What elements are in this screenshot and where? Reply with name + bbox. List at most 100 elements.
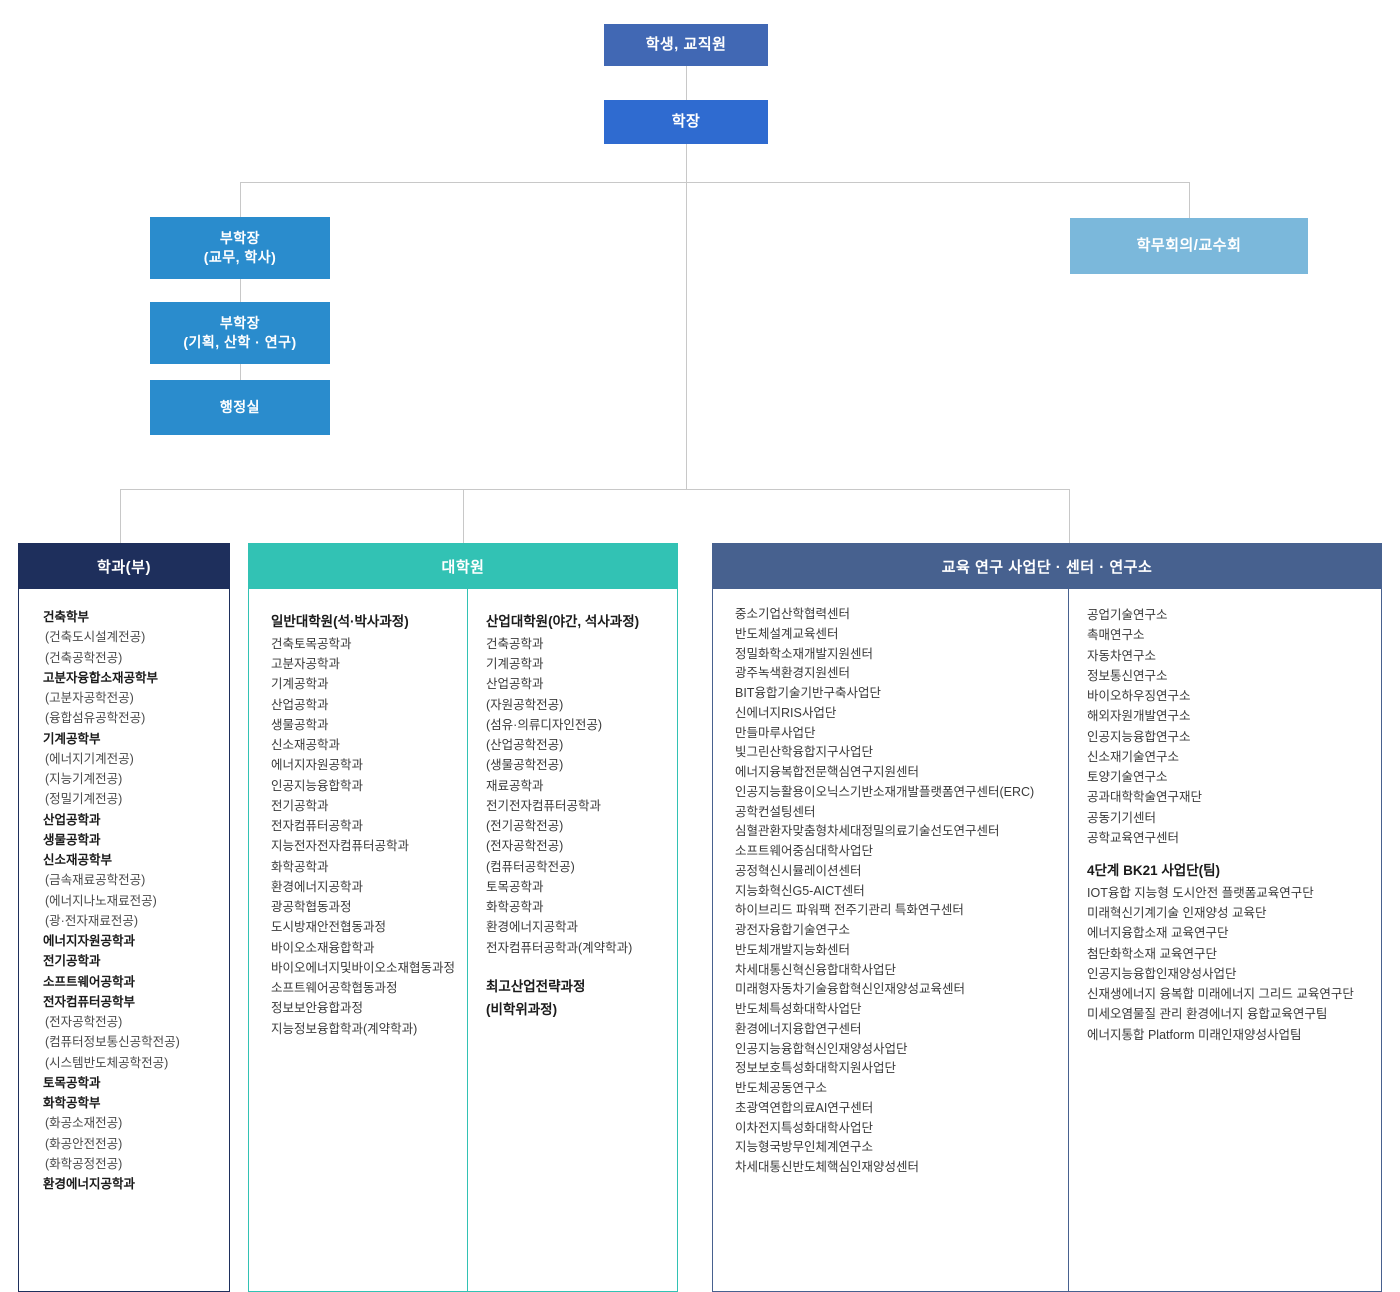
research-center[interactable]: 반도체공동연구소 — [735, 1081, 828, 1095]
research-institute[interactable]: 촉매연구소 — [1087, 628, 1145, 643]
industrial-program[interactable]: 토목공학과 — [486, 879, 544, 894]
graduate-program[interactable]: 전자컴퓨터공학과 — [271, 819, 364, 834]
department-group-title[interactable]: 토목공학과 — [43, 1075, 101, 1090]
department-group-title[interactable]: 생물공학과 — [43, 832, 101, 847]
research-institute[interactable]: 토양기술연구소 — [1087, 770, 1168, 784]
node-dean[interactable]: 학장 — [604, 100, 768, 144]
department-group-title[interactable]: 전자컴퓨터공학부 — [43, 994, 136, 1009]
department-major[interactable]: (화공소재전공) — [45, 1116, 123, 1131]
department-major[interactable]: (건축도시설계전공) — [45, 630, 146, 645]
industrial-program[interactable]: 전자컴퓨터공학과(계약학과) — [486, 940, 633, 955]
department-major[interactable]: (정밀기계전공) — [45, 792, 123, 807]
department-major[interactable]: (화학공정전공) — [45, 1156, 123, 1171]
research-center[interactable]: 차세대통신혁신융합대학사업단 — [735, 962, 897, 977]
graduate-program[interactable]: 광공학협동과정 — [271, 900, 352, 915]
graduate-program[interactable]: 지능정보융합학과(계약학과) — [271, 1021, 418, 1036]
industrial-program[interactable]: 전기전자컴퓨터공학과 — [486, 798, 602, 813]
graduate-program[interactable]: 기계공학과 — [271, 677, 329, 692]
research-center[interactable]: 초광역연합의료AI연구센터 — [735, 1100, 874, 1115]
department-group-title[interactable]: 기계공학부 — [43, 731, 101, 746]
department-major[interactable]: (금속재료공학전공) — [45, 873, 146, 888]
node-academic-council[interactable]: 학무회의/교수회 — [1070, 218, 1308, 274]
research-institute[interactable]: 바이오하우징연구소 — [1087, 689, 1191, 703]
graduate-program[interactable]: 전기공학과 — [271, 798, 329, 813]
node-students-staff[interactable]: 학생, 교직원 — [604, 24, 768, 66]
bk21-program[interactable]: 인공지능융합인재양성사업단 — [1087, 966, 1237, 981]
industrial-program[interactable]: (섬유·의류디자인전공) — [486, 717, 602, 732]
bk21-program[interactable]: 에너지통합 Platform 미래인재양성사업팀 — [1087, 1027, 1302, 1042]
research-center[interactable]: 인공지능활용이오닉스기반소재개발플랫폼연구센터(ERC) — [735, 784, 1035, 799]
industrial-program[interactable]: 기계공학과 — [486, 657, 544, 672]
graduate-program[interactable]: 바이오소재융합학과 — [271, 940, 375, 955]
industrial-program[interactable]: 화학공학과 — [486, 900, 544, 915]
graduate-program[interactable]: 에너지자원공학과 — [271, 758, 364, 773]
industrial-program[interactable]: 재료공학과 — [486, 778, 544, 793]
research-institute[interactable]: 해외자원개발연구소 — [1087, 709, 1191, 724]
department-group-title[interactable]: 소프트웨어공학과 — [43, 974, 136, 989]
research-institute[interactable]: 공업기술연구소 — [1087, 608, 1168, 622]
department-group-title[interactable]: 에너지자원공학과 — [43, 934, 136, 948]
department-major[interactable]: (컴퓨터정보통신공학전공) — [45, 1035, 180, 1050]
research-center[interactable]: 빛그린산학융합지구사업단 — [735, 745, 874, 760]
department-group-title[interactable]: 산업공학과 — [43, 812, 101, 827]
bk21-program[interactable]: 에너지융합소재 교육연구단 — [1087, 926, 1229, 941]
research-center[interactable]: 공정혁신시뮬레이션센터 — [735, 863, 862, 878]
industrial-program[interactable]: 산업공학과 — [486, 677, 544, 692]
department-major[interactable]: (에너지나노재료전공) — [45, 893, 157, 908]
department-major[interactable]: (건축공학전공) — [45, 650, 123, 665]
research-center[interactable]: 하이브리드 파워팩 전주기관리 특화연구센터 — [735, 903, 964, 918]
bk21-program[interactable]: 첨단화학소재 교육연구단 — [1087, 946, 1217, 961]
graduate-program[interactable]: 도시방재안전협동과정 — [271, 920, 387, 935]
research-center[interactable]: 환경에너지융합연구센터 — [735, 1021, 862, 1036]
research-center[interactable]: 광주녹색환경지원센터 — [735, 666, 851, 681]
industrial-program[interactable]: (전자공학전공) — [486, 839, 564, 854]
research-center[interactable]: 광전자융합기술연구소 — [735, 923, 851, 937]
graduate-program[interactable]: 고분자공학과 — [271, 657, 341, 672]
department-major[interactable]: (고분자공학전공) — [45, 691, 134, 705]
node-vice-dean-planning[interactable]: 부학장 (기획, 산학 · 연구) — [150, 302, 330, 364]
research-center[interactable]: 공학컨설팅센터 — [735, 804, 816, 819]
research-center[interactable]: 에너지융복합전문핵심연구지원센터 — [735, 765, 920, 779]
department-group-title[interactable]: 환경에너지공학과 — [43, 1177, 136, 1191]
research-center[interactable]: 이차전지특성화대학사업단 — [735, 1120, 874, 1135]
research-institute[interactable]: 신소재기술연구소 — [1087, 749, 1180, 764]
research-center[interactable]: 소프트웨어중심대학사업단 — [735, 844, 874, 858]
industrial-program[interactable]: (전기공학전공) — [486, 819, 564, 834]
department-group-title[interactable]: 고분자융합소재공학부 — [43, 670, 159, 685]
graduate-program[interactable]: 산업공학과 — [271, 697, 329, 712]
research-institute[interactable]: 공과대학학술연구재단 — [1087, 790, 1203, 805]
department-major[interactable]: (광·전자재료전공) — [45, 913, 138, 928]
research-center[interactable]: 반도체특성화대학사업단 — [735, 1002, 862, 1016]
research-center[interactable]: BIT융합기술기반구축사업단 — [735, 686, 881, 700]
research-center[interactable]: 정보보호특성화대학지원사업단 — [735, 1061, 897, 1076]
research-center[interactable]: 만들마루사업단 — [735, 725, 816, 740]
research-institute[interactable]: 정보통신연구소 — [1087, 668, 1168, 683]
bk21-program[interactable]: 신재생에너지 융복합 미래에너지 그리드 교육연구단 — [1087, 987, 1354, 1002]
department-group-title[interactable]: 건축학부 — [43, 610, 90, 624]
department-major[interactable]: (에너지기계전공) — [45, 751, 134, 766]
graduate-program[interactable]: 생물공학과 — [271, 717, 329, 732]
department-group-title[interactable]: 화학공학부 — [43, 1096, 101, 1110]
research-center[interactable]: 반도체설계교육센터 — [735, 626, 839, 641]
department-major[interactable]: (전자공학전공) — [45, 1015, 123, 1029]
node-administrative-office[interactable]: 행정실 — [150, 380, 330, 435]
research-institute[interactable]: 자동차연구소 — [1087, 648, 1157, 663]
department-major[interactable]: (융합섬유공학전공) — [45, 711, 146, 726]
industrial-program[interactable]: 건축공학과 — [486, 636, 544, 651]
graduate-program[interactable]: 신소재공학과 — [271, 738, 341, 753]
research-center[interactable]: 신에너지RIS사업단 — [735, 705, 837, 720]
graduate-program[interactable]: 인공지능융합학과 — [271, 778, 364, 793]
graduate-program[interactable]: 지능전자전자컴퓨터공학과 — [271, 839, 410, 854]
research-institute[interactable]: 공동기기센터 — [1087, 810, 1157, 825]
department-group-title[interactable]: 신소재공학부 — [43, 853, 113, 867]
industrial-program[interactable]: (생물공학전공) — [486, 758, 564, 773]
graduate-program[interactable]: 바이오에너지및바이오소재협동과정 — [271, 960, 456, 975]
industrial-program[interactable]: 환경에너지공학과 — [486, 920, 579, 935]
graduate-program[interactable]: 정보보안융합과정 — [271, 1001, 364, 1016]
research-center[interactable]: 심혈관환자맞춤형차세대정밀의료기술선도연구센터 — [735, 824, 1000, 839]
graduate-program[interactable]: 화학공학과 — [271, 859, 329, 874]
graduate-program[interactable]: 환경에너지공학과 — [271, 879, 364, 894]
industrial-program[interactable]: (컴퓨터공학전공) — [486, 859, 575, 874]
bk21-program[interactable]: 미래혁신기계기술 인재양성 교육단 — [1087, 906, 1267, 921]
research-center[interactable]: 미래형자동차기술융합혁신인재양성교육센터 — [735, 982, 966, 997]
